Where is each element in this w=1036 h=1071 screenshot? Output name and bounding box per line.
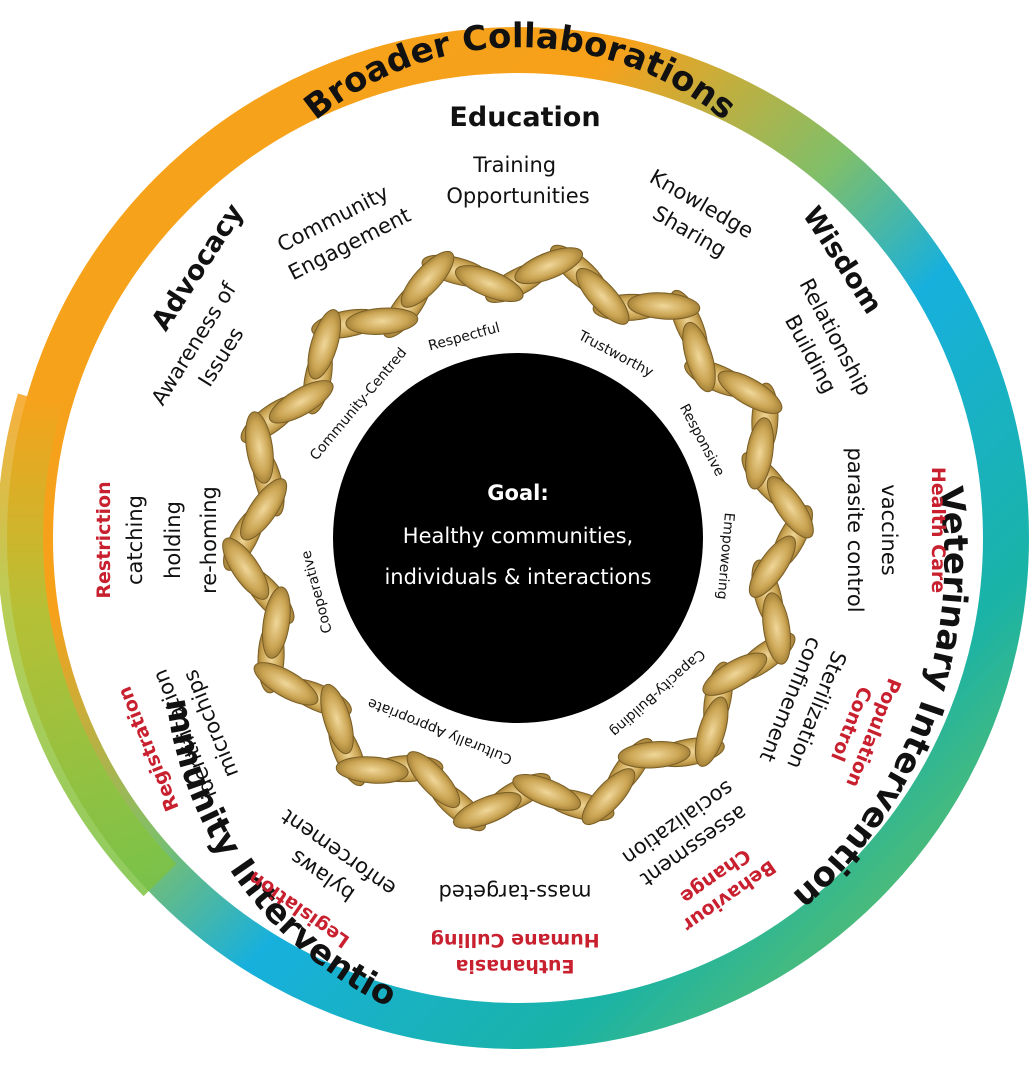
intervention-health-care: Health Care vaccines parasite control — [843, 447, 949, 612]
support-training: Training Opportunities — [446, 153, 589, 208]
braid-strand — [406, 751, 461, 808]
restriction-item: catching — [123, 495, 147, 585]
braid-strand — [307, 309, 342, 380]
value-label: Empowering — [713, 512, 737, 600]
goal-line-2: individuals & interactions — [384, 565, 651, 589]
braid-strand — [335, 756, 409, 784]
braid-strand — [581, 768, 636, 825]
braid-strand — [320, 683, 354, 755]
goal-circle — [333, 353, 703, 723]
braid-strand — [514, 247, 584, 285]
braid-strand — [575, 268, 630, 325]
intervention-euthanasia: Euthanasia Humane Culling mass-targeted — [430, 880, 599, 977]
braid-strand — [762, 592, 792, 665]
braid-strand — [717, 370, 783, 414]
braid-strand — [400, 251, 455, 308]
intervention-behaviour-change: Behaviour Change assessment socializatio… — [618, 776, 780, 936]
health-care-item: vaccines — [877, 484, 901, 575]
outer-ring — [0, 27, 1029, 1049]
health-care-title: Health Care — [927, 467, 949, 593]
restriction-item: holding — [161, 501, 185, 579]
euthanasia-title: Humane Culling — [430, 929, 599, 951]
restriction-title: Restriction — [93, 481, 115, 598]
support-knowledge-sharing: Knowledge Sharing — [631, 165, 764, 273]
intervention-restriction: Restriction catching holding re-homing — [93, 481, 221, 598]
braid-strand — [268, 380, 334, 424]
braid-strand — [222, 537, 270, 600]
braid-strand — [682, 321, 716, 393]
restriction-item: re-homing — [197, 486, 221, 594]
braid-strand — [345, 307, 419, 335]
health-care-item: parasite control — [843, 447, 867, 612]
braid-strand — [617, 741, 691, 769]
goal-line-1: Healthy communities, — [403, 524, 633, 548]
goal-title: Goal: — [487, 481, 548, 505]
braid-strand — [253, 662, 319, 706]
pillar-education: Education — [449, 102, 600, 133]
braid-strand — [512, 773, 582, 811]
euthanasia-item: mass-targeted — [439, 880, 592, 904]
braid-ring — [222, 244, 814, 832]
braid-strand — [745, 417, 775, 490]
braid-strand — [627, 292, 701, 320]
braid-strand — [694, 696, 729, 767]
support-community-engagement: Community Engagement — [271, 176, 415, 285]
euthanasia-title: Euthanasia — [456, 955, 575, 977]
braid-strand — [454, 265, 524, 303]
braid-strand — [702, 652, 768, 696]
braid-strand — [244, 411, 274, 484]
braid-strand — [261, 586, 291, 659]
braid-strand — [748, 535, 796, 598]
braid-strand — [452, 791, 522, 829]
braid-strand — [240, 478, 288, 541]
value-label: Respectful — [427, 320, 502, 354]
value-label: Cooperative — [298, 549, 335, 635]
braid-strand — [766, 476, 814, 539]
